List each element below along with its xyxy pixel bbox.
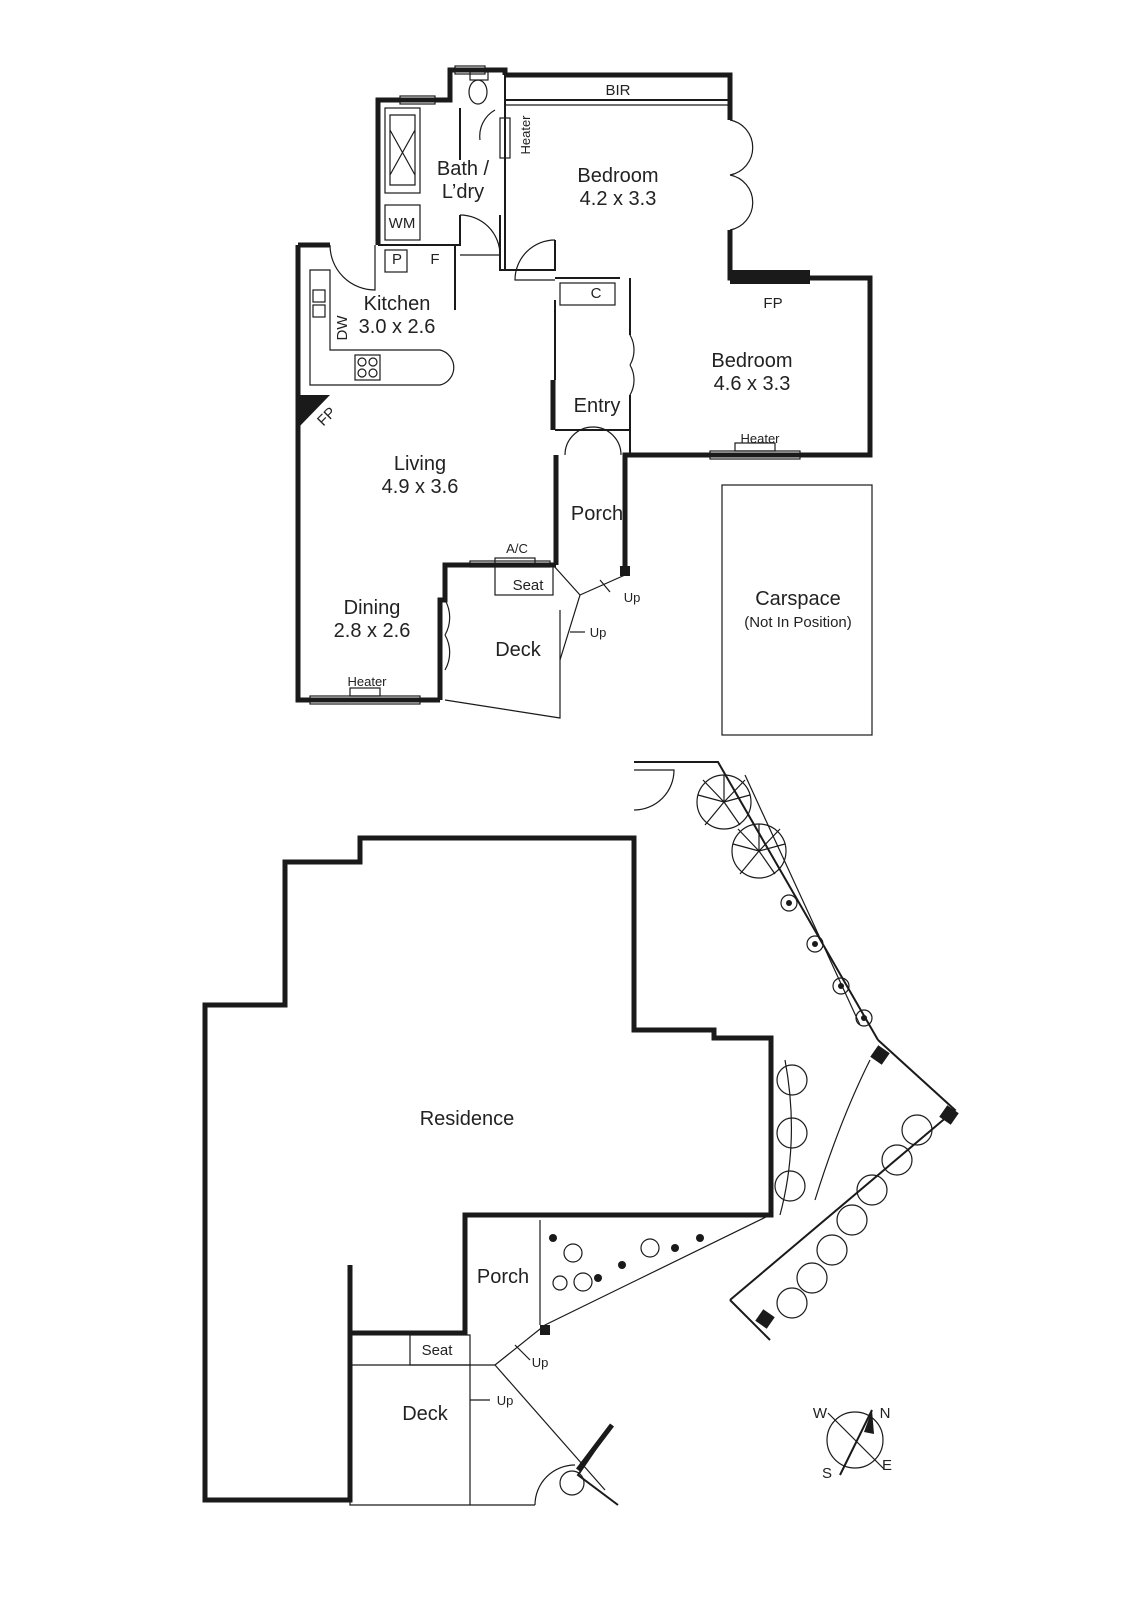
bath-label-line1: Bath / bbox=[437, 158, 490, 180]
site-seat-label: Seat bbox=[422, 1342, 454, 1359]
carspace-name: Carspace bbox=[755, 588, 841, 610]
floor-plan: BIR Heater Bath / L’dry WM P F Bedroom 4… bbox=[295, 65, 873, 736]
door-swings bbox=[329, 109, 754, 671]
residence-label: Residence bbox=[420, 1108, 515, 1130]
bedroom2-name: Bedroom bbox=[711, 350, 792, 372]
dining-dims: 2.8 x 2.6 bbox=[334, 620, 411, 642]
bath-label-line2: L’dry bbox=[442, 181, 484, 203]
residence-outline bbox=[202, 835, 774, 1503]
site-lines bbox=[350, 1059, 871, 1505]
site-boundary bbox=[349, 761, 957, 1506]
pantry-label: P bbox=[392, 251, 402, 268]
fridge-label: F bbox=[430, 251, 439, 268]
living-name: Living bbox=[394, 453, 446, 475]
carspace-note: (Not In Position) bbox=[744, 614, 852, 631]
compass-west: W bbox=[813, 1405, 828, 1422]
kitchen-dims: 3.0 x 2.6 bbox=[359, 316, 436, 338]
shrubs-top bbox=[780, 894, 873, 1027]
compass-east: E bbox=[882, 1457, 892, 1474]
site-plan: Residence Porch Seat Up Up Deck bbox=[202, 761, 959, 1506]
living-fireplace-icon bbox=[298, 395, 330, 428]
porch-label: Porch bbox=[571, 503, 623, 525]
site-porch-label: Porch bbox=[477, 1266, 529, 1288]
bedroom2-heater-label: Heater bbox=[740, 431, 780, 446]
bedroom2-dims: 4.6 x 3.3 bbox=[714, 373, 791, 395]
wm-label: WM bbox=[389, 215, 416, 232]
compass-north: N bbox=[880, 1405, 891, 1422]
kitchen-bench bbox=[309, 269, 455, 386]
carspace-outline bbox=[721, 484, 873, 736]
bedroom2-fp-label: FP bbox=[763, 295, 782, 312]
cupboard-label: C bbox=[591, 285, 602, 302]
kitchen-name: Kitchen bbox=[364, 293, 431, 315]
living-fp-label: FP bbox=[314, 404, 340, 430]
window-marks bbox=[309, 65, 801, 705]
compass-south: S bbox=[822, 1465, 832, 1482]
dining-name: Dining bbox=[344, 597, 401, 619]
up-label-2: Up bbox=[590, 625, 607, 640]
up-label-1: Up bbox=[624, 590, 641, 605]
entry-label: Entry bbox=[574, 395, 621, 417]
trees-large bbox=[696, 774, 787, 879]
bedroom-fireplace-icon bbox=[730, 270, 810, 284]
compass: N W S E bbox=[813, 1405, 892, 1482]
boundary-posts bbox=[540, 1045, 959, 1335]
deck-label: Deck bbox=[495, 639, 542, 661]
bedroom1-dims: 4.2 x 3.3 bbox=[580, 188, 657, 210]
site-deck-label: Deck bbox=[402, 1403, 449, 1425]
site-up-label-1: Up bbox=[532, 1355, 549, 1370]
seat-label: Seat bbox=[513, 577, 545, 594]
porch-deck bbox=[444, 564, 630, 719]
ac-label: A/C bbox=[506, 541, 528, 556]
site-up-label-2: Up bbox=[497, 1393, 514, 1408]
living-dims: 4.9 x 3.6 bbox=[382, 476, 459, 498]
interior-walls bbox=[378, 75, 730, 600]
bir-label: BIR bbox=[605, 82, 630, 99]
shrubs-porch bbox=[549, 1234, 704, 1292]
bath-heater-label: Heater bbox=[518, 115, 533, 155]
dishwasher-label: DW bbox=[334, 315, 351, 341]
dining-heater-label: Heater bbox=[347, 674, 387, 689]
bedroom1-name: Bedroom bbox=[577, 165, 658, 187]
bath-fixtures bbox=[384, 71, 511, 273]
shrubs-right bbox=[559, 1064, 933, 1496]
cupboard bbox=[559, 282, 616, 306]
